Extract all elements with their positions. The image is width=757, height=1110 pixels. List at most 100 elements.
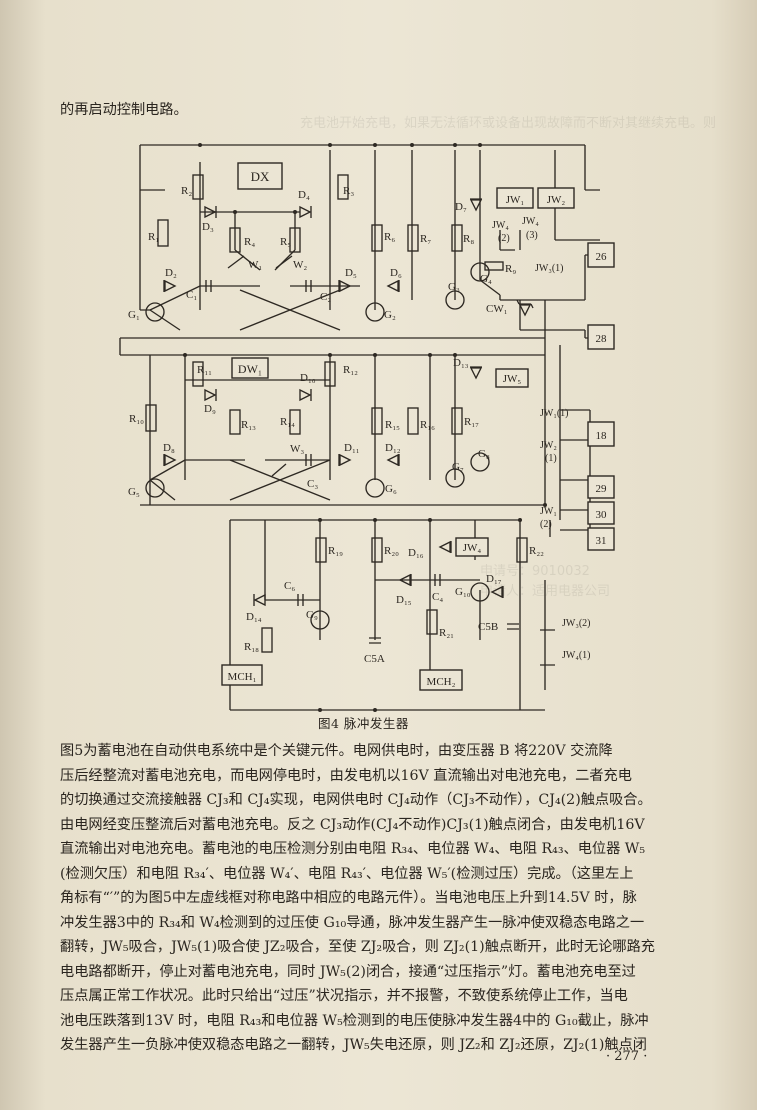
label-jw3-2: JW₃(2) <box>562 618 590 629</box>
label-r4: R₄ <box>244 236 255 248</box>
label-d7: D₇ <box>455 201 467 213</box>
label-jw1-2-num: (2) <box>540 519 552 530</box>
label-d5: D₅ <box>345 267 357 279</box>
paragraph-line: (检测欠压）和电阻 R₃₄′、电位器 W₄′、电阻 R₄₃′、电位器 W₅′(检… <box>60 865 634 882</box>
top-text-line: 的再启动控制电路。 <box>60 102 188 118</box>
paragraph-line: 角标有“′”的为图5中左虚线框对称电路中相应的电路元件）。当电池电压上升到14.… <box>60 890 637 906</box>
label-r7: R₇ <box>420 233 431 245</box>
label-d4: D₄ <box>298 189 310 201</box>
label-g10: G₁₀ <box>455 586 471 598</box>
label-r10: R₁₀ <box>129 413 144 425</box>
resistor-group <box>145 174 528 653</box>
label-g9: G₉ <box>306 609 318 621</box>
label-d11: D₁₁ <box>344 442 360 454</box>
label-d15: D₁₅ <box>396 594 412 606</box>
label-jw2-1: JW₂ <box>540 440 557 451</box>
terminal-28: 28 <box>596 333 608 345</box>
label-d17: D₁₇ <box>486 573 502 585</box>
label-c1: C₁ <box>186 289 197 301</box>
label-c2: C₂ <box>320 291 331 303</box>
jw2-box-label: JW₂ <box>547 194 566 206</box>
terminal-29: 29 <box>596 483 608 495</box>
label-g6: G₆ <box>385 483 397 495</box>
terminal-26: 26 <box>596 251 608 263</box>
body-paragraph: 图5为蓄电池在自动供电系统中是个关键元件。电网供电时，由变压器 B 将220V … <box>60 740 720 1059</box>
terminal-30: 30 <box>596 509 608 521</box>
figure-caption: 图4 脉冲发生器 <box>318 716 409 731</box>
paragraph-line: 发生器产生一负脉冲使双稳态电路之一翻转，JW₅失电还原，则 JZ₂和 ZJ₂还原… <box>60 1037 647 1053</box>
paragraph-line: 图5为蓄电池在自动供电系统中是个关键元件。电网供电时，由变压器 B 将220V … <box>60 743 613 759</box>
label-d14: D₁₄ <box>246 611 262 623</box>
terminal-18: 18 <box>596 430 608 442</box>
label-w3: W₃ <box>290 443 304 455</box>
label-r2: R₂ <box>181 185 192 197</box>
label-r3: R₃ <box>343 185 354 197</box>
pulse-generator-circuit-diagram: DX DW₁ JW₁ JW₂ JW₅ JW₄ MCH₁ MCH₂ 26 28 1… <box>119 143 615 712</box>
label-d3: D₃ <box>202 221 214 233</box>
label-r21: R₂₁ <box>439 627 454 639</box>
dw1-box-label: DW₁ <box>238 362 262 376</box>
label-c5a: C5A <box>364 653 385 665</box>
label-jw2-1-num: (1) <box>545 453 557 464</box>
label-c4: C₄ <box>432 591 443 603</box>
label-g1: G₁ <box>128 309 140 321</box>
label-g5: G₅ <box>128 486 140 498</box>
paragraph-line: 压点属正常工作状况。此时只给出“过压”状况指示，并不报警，不致使系统停止工作，当… <box>60 988 628 1004</box>
junction-dots <box>183 143 547 712</box>
mch2-box-label: MCH₂ <box>427 676 456 688</box>
label-g4: G₄ <box>480 273 492 285</box>
paragraph-line: 压后经整流对蓄电池充电，而电网停电时，由发电机以16V 直流输出对电池充电，二者… <box>60 767 632 784</box>
jw5-box-label: JW₅ <box>503 373 522 385</box>
dx-box-label: DX <box>251 169 270 184</box>
label-jw4-3: JW₄ <box>522 216 539 227</box>
paragraph-line: 的切换通过交流接触器 CJ₃和 CJ₄实现，电网供电时 CJ₄动作（CJ₃不动作… <box>60 792 652 808</box>
paragraph-line: 由电网经变压整流后对蓄电池充电。反之 CJ₃动作(CJ₄不动作)CJ₃(1)触点… <box>60 816 645 833</box>
paragraph-line: 直流输出对电池充电。蓄电池的电压检测分别由电阻 R₃₄、电位器 W₄、电阻 R₄… <box>60 841 646 857</box>
diode-group <box>163 198 534 607</box>
label-w1: W₁ <box>248 259 262 271</box>
label-d9: D₉ <box>204 403 216 415</box>
label-jw1-2: JW₁ <box>540 506 557 517</box>
label-r17: R₁₇ <box>464 416 479 428</box>
label-r12: R₁₂ <box>343 364 358 376</box>
label-c5b: C5B <box>478 621 498 633</box>
label-r16: R₁₆ <box>420 419 435 431</box>
label-d12: D₁₂ <box>385 442 401 454</box>
paragraph-line: 电电路都断开，停止对蓄电池充电，同时 JW₅(2)闭合，接通“过压指示”灯。蓄电… <box>60 963 636 980</box>
label-g3: G₃ <box>448 281 460 293</box>
label-d16: D₁₆ <box>408 547 424 559</box>
paragraph-line: 池电压跌落到13V 时，电阻 R₄₃和电位器 W₅检测到的电压使脉冲发生器4中的… <box>60 1012 649 1029</box>
label-r15: R₁₅ <box>385 419 400 431</box>
label-r6: R₆ <box>384 231 395 243</box>
label-cw1: CW₁ <box>486 303 508 315</box>
paragraph-line: 翻转，JW₅吸合，JW₅(1)吸合使 JZ₂吸合，至使 ZJ₂吸合，则 ZJ₂(… <box>60 939 655 955</box>
label-g8: G₈ <box>478 448 490 460</box>
label-r13: R₁₃ <box>241 419 256 431</box>
label-r1: R₁ <box>148 231 159 243</box>
label-jw3-1: JW₃(1) <box>535 263 563 274</box>
jw1-box-label: JW₁ <box>506 194 525 206</box>
page-number: · 277 · <box>606 1049 648 1064</box>
jw4-box-label: JW₄ <box>463 542 482 554</box>
label-r22: R₂₂ <box>529 545 544 557</box>
mch1-box-label: MCH₁ <box>228 671 257 683</box>
terminal-31: 31 <box>596 535 607 547</box>
label-d6: D₆ <box>390 267 402 279</box>
label-r11: R₁₁ <box>197 364 212 376</box>
label-r20: R₂₀ <box>384 545 399 557</box>
capacitor-group <box>205 280 519 644</box>
label-r5: R₅ <box>280 236 291 248</box>
paragraph-line: 冲发生器3中的 R₃₄和 W₄检测到的过压使 G₁₀导通，脉冲发生器产生一脉冲使… <box>60 914 645 931</box>
label-r14: R₁₄ <box>280 416 295 428</box>
label-jw4-2-num: (2) <box>498 233 510 244</box>
label-g2: G₂ <box>384 309 396 321</box>
label-r9: R₉ <box>505 263 516 275</box>
label-r8: R₈ <box>463 233 474 245</box>
label-jw4-1: JW₄(1) <box>562 650 590 661</box>
label-c3: C₃ <box>307 478 318 490</box>
transistor-group <box>145 262 490 630</box>
label-jw4-3-num: (3) <box>526 230 538 241</box>
label-jw1-1: JW₁(1) <box>540 408 568 419</box>
label-d13: D₁₃ <box>453 357 469 369</box>
